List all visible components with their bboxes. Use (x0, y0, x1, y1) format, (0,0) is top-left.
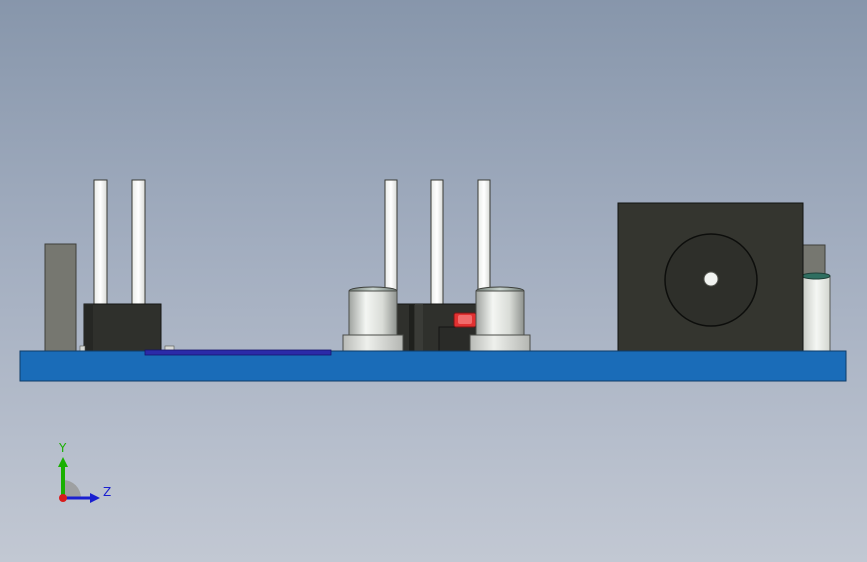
y-axis-label: Y (59, 441, 67, 455)
side-capacitor[interactable] (802, 275, 831, 353)
side-capacitor-top (801, 272, 831, 280)
triad-plane (63, 480, 81, 498)
pin-header-divider (409, 304, 414, 352)
header-pin[interactable] (430, 179, 444, 309)
pcb-trace[interactable] (144, 349, 332, 356)
header-pin[interactable] (93, 179, 108, 307)
pin-header-body[interactable] (83, 303, 162, 353)
y-axis-arrow-icon (58, 457, 68, 467)
header-pin[interactable] (131, 179, 146, 307)
dc-jack-pin[interactable] (703, 271, 719, 287)
pin-header-shade (84, 304, 93, 352)
pin-header-divider (415, 304, 423, 352)
x-axis-icon (59, 494, 67, 502)
capacitor[interactable] (475, 290, 525, 337)
led-highlight (458, 315, 472, 324)
capacitor[interactable] (348, 290, 398, 337)
triad-graphic (58, 457, 100, 503)
z-axis-label: Z (103, 485, 112, 499)
left-standoff[interactable] (44, 243, 77, 353)
capacitor-base (469, 334, 531, 353)
z-axis-arrow-icon (90, 493, 100, 503)
header-pin[interactable] (477, 179, 491, 293)
coordinate-triad[interactable]: Y Z (48, 440, 118, 510)
pcb-board[interactable] (19, 350, 847, 382)
capacitor-base (342, 334, 404, 353)
smd-pad (79, 345, 86, 352)
